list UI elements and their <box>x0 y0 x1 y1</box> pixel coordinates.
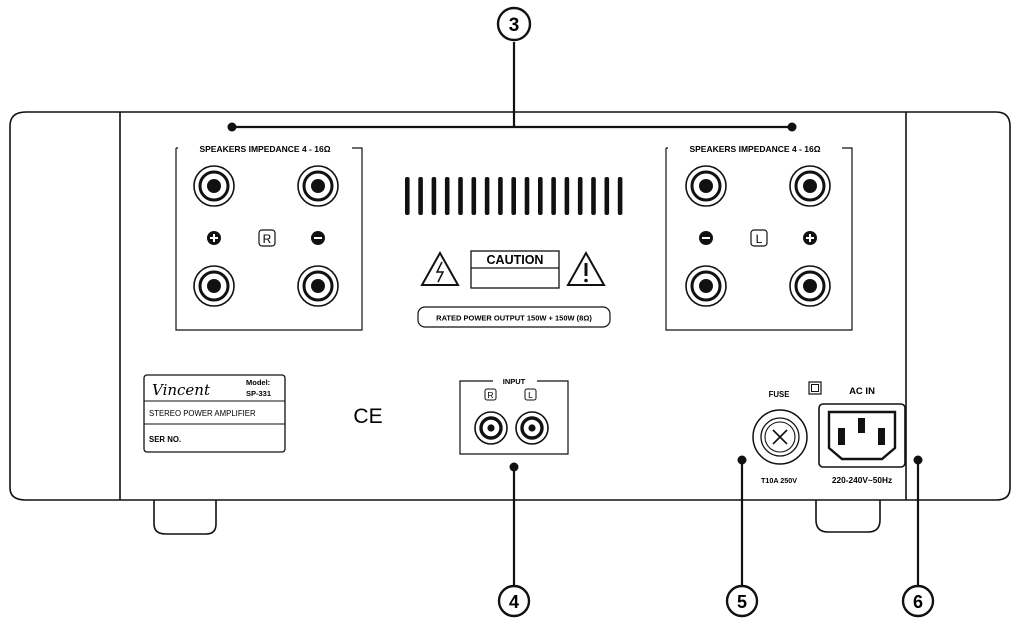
input-l-label: L <box>528 390 533 400</box>
callout-3-dot-left <box>227 122 237 132</box>
plus-icon <box>207 231 221 245</box>
vent-slot <box>591 177 596 215</box>
vent-slot <box>405 177 410 215</box>
speaker-block-left-title: SPEAKERS IMPEDANCE 4 - 16Ω <box>689 144 820 154</box>
model-label: Model: <box>246 378 270 387</box>
model-plate: Vincent Model: SP-331 STEREO POWER AMPLI… <box>143 374 286 453</box>
callout-5-group: 5 <box>725 455 759 618</box>
callout-5-number: 5 <box>737 592 747 612</box>
vent-slot <box>577 177 583 215</box>
ac-pin-right <box>878 428 885 445</box>
binding-post-r-bottom-right <box>297 265 339 307</box>
binding-post-l-top-right <box>789 165 831 207</box>
binding-post-r-top-left <box>193 165 235 207</box>
vent-slot <box>498 177 503 215</box>
input-block: INPUT R L <box>459 377 569 455</box>
callout-4-group: 4 <box>497 462 531 618</box>
speaker-block-right-title: SPEAKERS IMPEDANCE 4 - 16Ω <box>199 144 330 154</box>
vent-slot <box>484 177 490 215</box>
binding-post-r-bottom-left <box>193 265 235 307</box>
vent-slot <box>471 177 477 215</box>
speaker-block-right-channel: SPEAKERS IMPEDANCE 4 - 16Ω <box>175 144 363 331</box>
feet <box>153 500 881 535</box>
callout-4-number: 4 <box>509 592 519 612</box>
serial-label: SER NO. <box>149 435 181 444</box>
fuse-label: FUSE <box>769 390 790 399</box>
callout-6-number: 6 <box>913 592 923 612</box>
ac-rating: 220-240V~50Hz <box>832 475 892 485</box>
vent-slot <box>551 177 556 215</box>
fuse-holder: FUSE T10A 250V <box>752 390 808 485</box>
caution-label-frame <box>470 250 560 289</box>
callout-3-group: 3 <box>227 6 797 132</box>
minus-icon <box>311 231 325 245</box>
input-label: INPUT <box>503 377 526 386</box>
vent-slot <box>604 177 610 215</box>
callout-4-circle <box>497 584 531 618</box>
ac-pin-earth <box>858 418 865 433</box>
vent-slot <box>524 177 530 215</box>
channel-r-box <box>258 229 276 247</box>
ac-inlet: AC IN 220-240V~50Hz <box>808 381 906 485</box>
model-plate-frame <box>143 374 286 453</box>
vent-slot <box>431 177 437 215</box>
speaker-block-left-channel: SPEAKERS IMPEDANCE 4 - 16Ω <box>665 144 853 331</box>
vent-slot <box>444 177 450 215</box>
binding-post-l-top-left <box>685 165 727 207</box>
rated-power-label: RATED POWER OUTPUT 150W + 150W (8Ω) <box>436 314 592 323</box>
lightning-warning-icon <box>420 250 460 286</box>
callout-3-circle <box>496 6 532 42</box>
callout-6-circle <box>901 584 935 618</box>
channel-l-label: L <box>756 232 763 246</box>
fuse-cross-icon <box>772 429 788 445</box>
ac-inlet-socket <box>827 410 897 461</box>
model-number: SP-331 <box>246 389 271 398</box>
speaker-block-left-frame <box>665 147 853 331</box>
vent-slot <box>564 177 570 215</box>
vent-slot <box>458 177 463 215</box>
callout-5-circle <box>725 584 759 618</box>
callout-6-group: 6 <box>901 455 935 618</box>
channel-l-box <box>750 229 768 247</box>
vent-slot <box>418 177 423 215</box>
input-r-label: R <box>487 390 493 400</box>
input-block-frame <box>459 380 569 455</box>
ce-mark: CE <box>353 405 382 428</box>
minus-icon <box>699 231 713 245</box>
vent-slot <box>511 177 516 215</box>
caution-area: CAUTION RATED POWER OUTPUT 150W + 150W (… <box>417 250 611 328</box>
ac-pin-left <box>838 428 845 445</box>
class-ii-icon <box>808 381 822 395</box>
speaker-block-right-frame <box>175 147 363 331</box>
callout-3-dot-right <box>787 122 797 132</box>
binding-post-l-bottom-left <box>685 265 727 307</box>
rated-power-frame <box>417 306 611 328</box>
product-name: STEREO POWER AMPLIFIER <box>149 409 256 418</box>
callout-3-number: 3 <box>509 15 520 36</box>
chassis-outline <box>9 111 1011 501</box>
fuse-rating: T10A 250V <box>761 476 797 485</box>
chassis <box>9 111 1011 501</box>
channel-r-label: R <box>263 232 272 246</box>
foot-right <box>815 500 881 533</box>
ac-in-label: AC IN <box>849 386 875 397</box>
binding-post-r-top-right <box>297 165 339 207</box>
rca-jack-left <box>515 411 549 445</box>
ac-inlet-outer-frame <box>818 403 906 468</box>
plus-icon <box>803 231 817 245</box>
exclamation-warning-icon <box>566 250 606 286</box>
ventilation-slots <box>405 177 623 215</box>
brand-logo: Vincent <box>152 381 211 399</box>
vent-slot <box>538 177 543 215</box>
caution-label: CAUTION <box>487 253 544 267</box>
rca-jack-right <box>474 411 508 445</box>
foot-left <box>153 500 217 535</box>
vent-slot <box>617 177 623 215</box>
binding-post-l-bottom-right <box>789 265 831 307</box>
